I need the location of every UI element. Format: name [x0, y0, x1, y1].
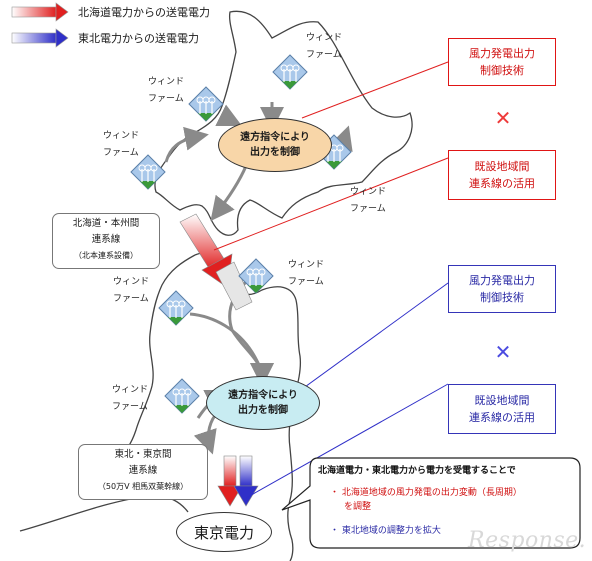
- blue-leader-lines: [245, 282, 449, 499]
- response-watermark: Response.: [468, 528, 587, 553]
- legend-blue-arrow: [11, 28, 69, 48]
- legend-tohoku-label: 東北電力からの送電電力: [78, 32, 199, 45]
- bullet: ・: [330, 526, 340, 536]
- legend-hokkaido-label: 北海道電力からの送電電力: [78, 6, 210, 19]
- wind-farm-icons: [130, 54, 352, 414]
- link-subtitle: 連系線: [128, 465, 158, 476]
- wind-farm-label: ウィンド ファーム: [306, 33, 343, 60]
- legend-red-arrow: [11, 2, 69, 22]
- bullet: ・: [330, 488, 340, 498]
- callout-item-hokkaido-line1: 北海道地域の風力発電の出力変動（長周期）: [341, 488, 522, 498]
- tohoku-tokyo-link-box: 東北・東京間 連系線 （50万V 相馬双葉幹線）: [78, 444, 208, 500]
- callout-bubble: [281, 457, 581, 549]
- callout-item-tohoku-text: 東北地域の調整力を拡大: [341, 526, 441, 536]
- wind-farm-icon: [272, 54, 308, 90]
- callout-item-tohoku: ・ 東北地域の調整力を拡大: [330, 524, 441, 538]
- callout-item-hokkaido-line2: を調整: [344, 502, 372, 512]
- link-subtitle: 連系線: [91, 234, 121, 245]
- hokkaido-control-oval: 遠方指令により 出力を制御: [218, 118, 332, 172]
- wind-farm-icon: [158, 290, 194, 326]
- wind-farm-label: ウィンド ファーム: [112, 385, 149, 412]
- link-note: （50万V 相馬双葉幹線）: [97, 482, 189, 491]
- wind-farm-icon: [164, 378, 200, 414]
- link-note: （北本連系設備）: [74, 251, 138, 260]
- blue-interconnection-box: 既設地域間 連系線の活用: [448, 384, 556, 434]
- tepco-node: 東京電力: [176, 512, 272, 552]
- kanto-coast: [19, 495, 189, 532]
- link-title: 東北・東京間: [114, 449, 172, 460]
- red-leader-lines: [213, 61, 449, 251]
- wind-farm-icon: [238, 258, 274, 294]
- red-interconnection-box: 既設地域間 連系線の活用: [448, 150, 556, 200]
- hokkaido-honshu-arrow: [179, 213, 253, 311]
- tohoku-control-oval: 遠方指令により 出力を制御: [206, 376, 320, 430]
- blue-cross-icon: ✕: [494, 340, 512, 364]
- callout-heading: 北海道電力・東北電力から電力を受電することで: [318, 466, 516, 476]
- blue-wind-control-box: 風力発電出力 制御技術: [448, 265, 556, 313]
- link-title: 北海道・本州間: [72, 218, 140, 229]
- red-cross-icon: ✕: [494, 106, 512, 130]
- tohoku-tokyo-arrows: [217, 455, 259, 507]
- wind-farm-label: ウィンド ファーム: [103, 131, 140, 158]
- callout-item-hokkaido: ・ 北海道地域の風力発電の出力変動（長周期） を調整: [330, 486, 522, 514]
- wind-farm-icon: [188, 86, 224, 122]
- red-wind-control-box: 風力発電出力 制御技術: [448, 38, 556, 86]
- hokkaido-honshu-link-box: 北海道・本州間 連系線 （北本連系設備）: [52, 213, 160, 269]
- wind-farm-label: ウィンド ファーム: [148, 77, 185, 104]
- wind-farm-label: ウィンド ファーム: [113, 277, 150, 304]
- wind-farm-label: ウィンド ファーム: [288, 260, 325, 287]
- wind-farm-label: ウィンド ファーム: [350, 187, 387, 214]
- wind-farm-icon: [130, 154, 166, 190]
